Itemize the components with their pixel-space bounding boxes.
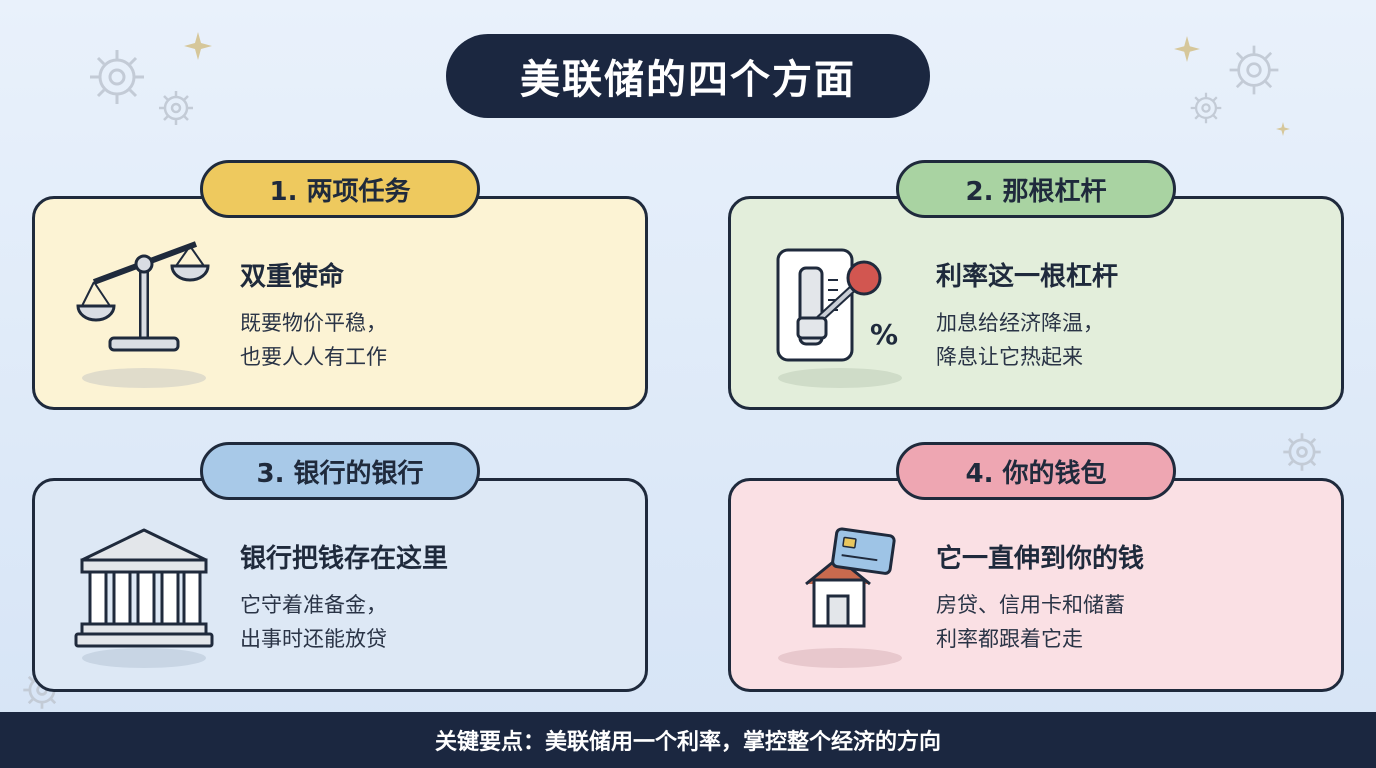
card-heading: 利率这一根杠杆 xyxy=(936,262,1119,292)
percent-label: % xyxy=(870,318,898,351)
card-heading: 双重使命 xyxy=(240,262,345,292)
card-description: 它守着准备金， 出事时还能放贷 xyxy=(240,588,387,656)
sparkle-icon xyxy=(184,32,212,60)
gear-icon xyxy=(1190,92,1222,124)
card-description-line: 利率都跟着它走 xyxy=(936,627,1083,651)
gear-icon xyxy=(1229,45,1279,95)
gear-icon xyxy=(1283,433,1321,471)
card-badge: 4. 你的钱包 xyxy=(896,442,1176,500)
card-description: 房贷、信用卡和储蓄 利率都跟着它走 xyxy=(936,588,1125,656)
house-credit-card-icon xyxy=(778,527,902,668)
sparkle-icon xyxy=(1276,122,1290,136)
card-heading: 银行把钱存在这里 xyxy=(240,544,449,574)
card-heading: 它一直伸到你的钱 xyxy=(936,544,1145,574)
lever-switch-icon: % xyxy=(776,248,902,388)
card-badge: 2. 那根杠杆 xyxy=(896,160,1176,218)
key-takeaway-footer: 关键要点：美联储用一个利率，掌控整个经济的方向 xyxy=(0,712,1376,768)
balance-scale-icon xyxy=(76,241,210,388)
gear-icon xyxy=(159,91,193,125)
card-description-line: 既要物价平稳， xyxy=(240,311,387,335)
card-badge: 1. 两项任务 xyxy=(200,160,480,218)
card-description: 既要物价平稳， 也要人人有工作 xyxy=(240,306,387,374)
card-description-line: 降息让它热起来 xyxy=(936,345,1083,369)
bank-building-icon xyxy=(74,528,214,668)
card-description-line: 也要人人有工作 xyxy=(240,345,387,369)
page-title: 美联储的四个方面 xyxy=(446,34,930,118)
card-description-line: 加息给经济降温， xyxy=(936,311,1104,335)
card-badge: 3. 银行的银行 xyxy=(200,442,480,500)
card-description-line: 出事时还能放贷 xyxy=(240,627,387,651)
card-description: 加息给经济降温， 降息让它热起来 xyxy=(936,306,1104,374)
card-description-line: 它守着准备金， xyxy=(240,593,387,617)
card-description-line: 房贷、信用卡和储蓄 xyxy=(936,593,1125,617)
sparkle-icon xyxy=(1174,36,1200,62)
gear-icon xyxy=(90,50,144,104)
